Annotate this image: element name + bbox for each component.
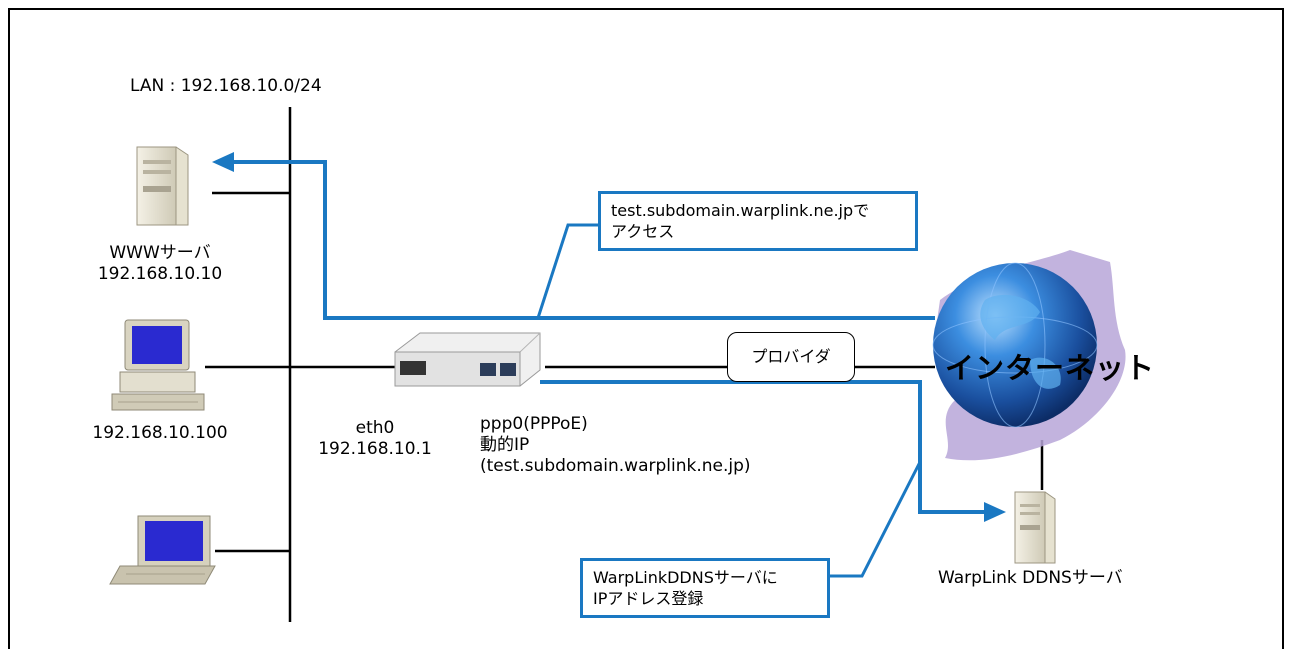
pc-ip-label: 192.168.10.100 <box>92 423 228 443</box>
ddns-flow-arrow <box>540 380 1000 514</box>
lan-label: LAN : 192.168.10.0/24 <box>130 76 322 96</box>
eth0-label: eth0 192.168.10.1 <box>305 418 445 460</box>
outer-frame <box>8 8 1284 649</box>
access-callout-line1: test.subdomain.warplink.ne.jpで <box>611 201 870 220</box>
ppp0-type: 動的IP <box>480 435 530 455</box>
www-server-label: WWWサーバ 192.168.10.10 <box>60 243 260 285</box>
ddns-flow-arrowhead <box>984 502 1006 522</box>
ddns-server-label: WarpLink DDNSサーバ <box>938 568 1123 588</box>
internet-label: インターネット <box>945 351 1156 385</box>
www-server-name: WWWサーバ <box>109 243 211 263</box>
access-flow-arrowhead <box>212 152 234 172</box>
access-flow-arrow <box>230 160 935 320</box>
access-callout-leader <box>536 223 600 319</box>
register-callout-line2: IPアドレス登録 <box>593 589 704 608</box>
register-callout-line1: WarpLinkDDNSサーバに <box>593 568 778 587</box>
eth0-ip: 192.168.10.1 <box>318 439 432 459</box>
ppp0-label: ppp0(PPPoE) 動的IP (test.subdomain.warplin… <box>480 414 751 477</box>
provider-label: プロバイダ <box>751 347 831 366</box>
ppp0-host: (test.subdomain.warplink.ne.jp) <box>480 456 751 476</box>
laptop-icon <box>109 515 216 585</box>
ppp0-name: ppp0(PPPoE) <box>480 414 588 434</box>
access-callout: test.subdomain.warplink.ne.jpで アクセス <box>598 191 918 251</box>
router-icon <box>394 332 541 387</box>
register-callout: WarpLinkDDNSサーバに IPアドレス登録 <box>580 558 830 618</box>
internet-globe-icon <box>932 250 1126 461</box>
desktop-pc-icon <box>111 319 205 411</box>
www-server-ip: 192.168.10.10 <box>97 264 223 284</box>
provider-box: プロバイダ <box>727 332 855 382</box>
register-callout-leader <box>828 461 922 578</box>
access-callout-line2: アクセス <box>611 222 675 241</box>
eth0-name: eth0 <box>355 418 395 438</box>
ddns-server-icon <box>1014 491 1056 564</box>
www-server-icon <box>136 146 189 226</box>
